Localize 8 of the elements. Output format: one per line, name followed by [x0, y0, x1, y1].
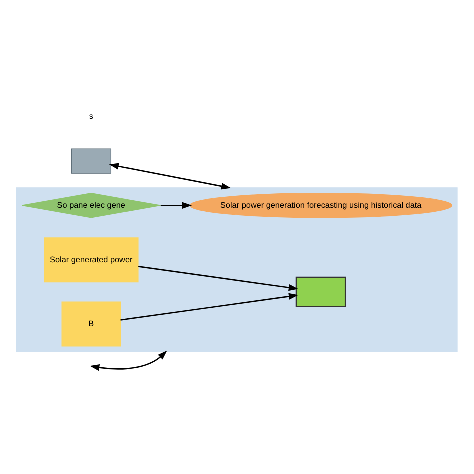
arrow: [138, 266, 298, 292]
cluster: [16, 188, 458, 353]
arrow: [160, 202, 192, 209]
arrow: [109, 163, 232, 190]
node-box: [71, 148, 112, 174]
arrow: [90, 350, 168, 372]
node-box: [296, 276, 346, 308]
arrow: [120, 293, 299, 321]
